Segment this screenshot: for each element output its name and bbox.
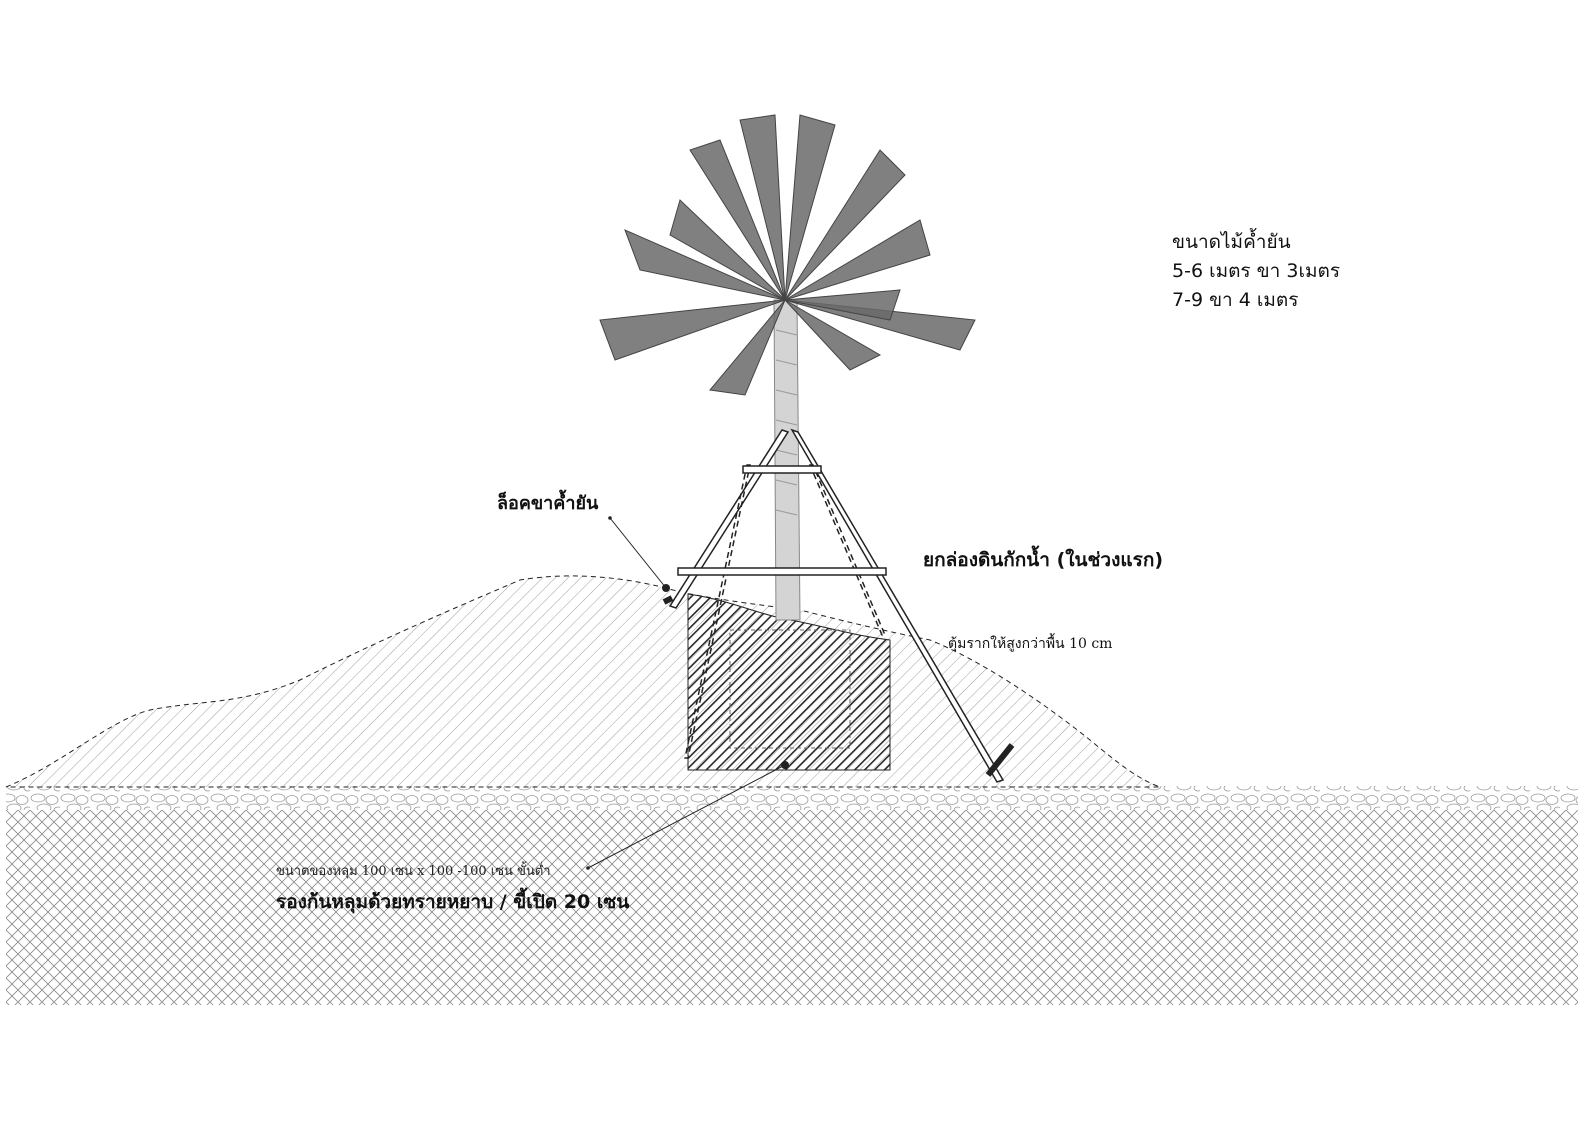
- leader-tip-pit: [586, 866, 590, 870]
- pit-size-label: ขนาดของหลุม 100 เซน x 100 -100 เซน ขั้นต…: [276, 864, 551, 879]
- stake-size-note: ขนาดไม้ค้ำยัน 5-6 เมตร ขา 3เมตร 7-9 ขา 4…: [1172, 228, 1340, 315]
- mound-root-label: ตุ้มรากให้สูงกว่าพื้น 10 cm: [948, 636, 1113, 652]
- gravel-texture: [6, 786, 1578, 810]
- root-ball: [687, 593, 891, 771]
- stake-note-line2: 7-9 ขา 4 เมตร: [1172, 289, 1299, 311]
- stake-top-band: [742, 465, 822, 474]
- stake-foot-left: [662, 595, 674, 605]
- stake-lock-label: ล็อคขาค้ำยัน: [497, 493, 599, 514]
- soil-dike-label: ยกล่องดินกักน้ำ (ในช่วงแรก): [923, 549, 1164, 571]
- palm-canopy: [599, 114, 976, 396]
- leader-dot-pit: [781, 761, 789, 769]
- root-ball-inner: [729, 629, 851, 749]
- leader-dot-stake-lock: [662, 584, 670, 592]
- stake-note-title: ขนาดไม้ค้ำยัน: [1172, 231, 1291, 253]
- subsoil-layer: [6, 805, 1578, 1005]
- leader-stake-lock: [609, 517, 667, 589]
- trunk-texture: [775, 329, 798, 516]
- pit-base-label: รองก้นหลุมด้วยทรายหยาบ / ขี้เปิด 20 เซน: [276, 891, 630, 913]
- stake-note-line1: 5-6 เมตร ขา 3เมตร: [1172, 260, 1341, 282]
- leader-pit-size: [587, 764, 786, 869]
- stake-foot: [985, 743, 1015, 777]
- stake-cross-bar: [677, 567, 887, 576]
- support-stakes: [668, 428, 1005, 783]
- leader-tip-stake-lock: [608, 516, 612, 520]
